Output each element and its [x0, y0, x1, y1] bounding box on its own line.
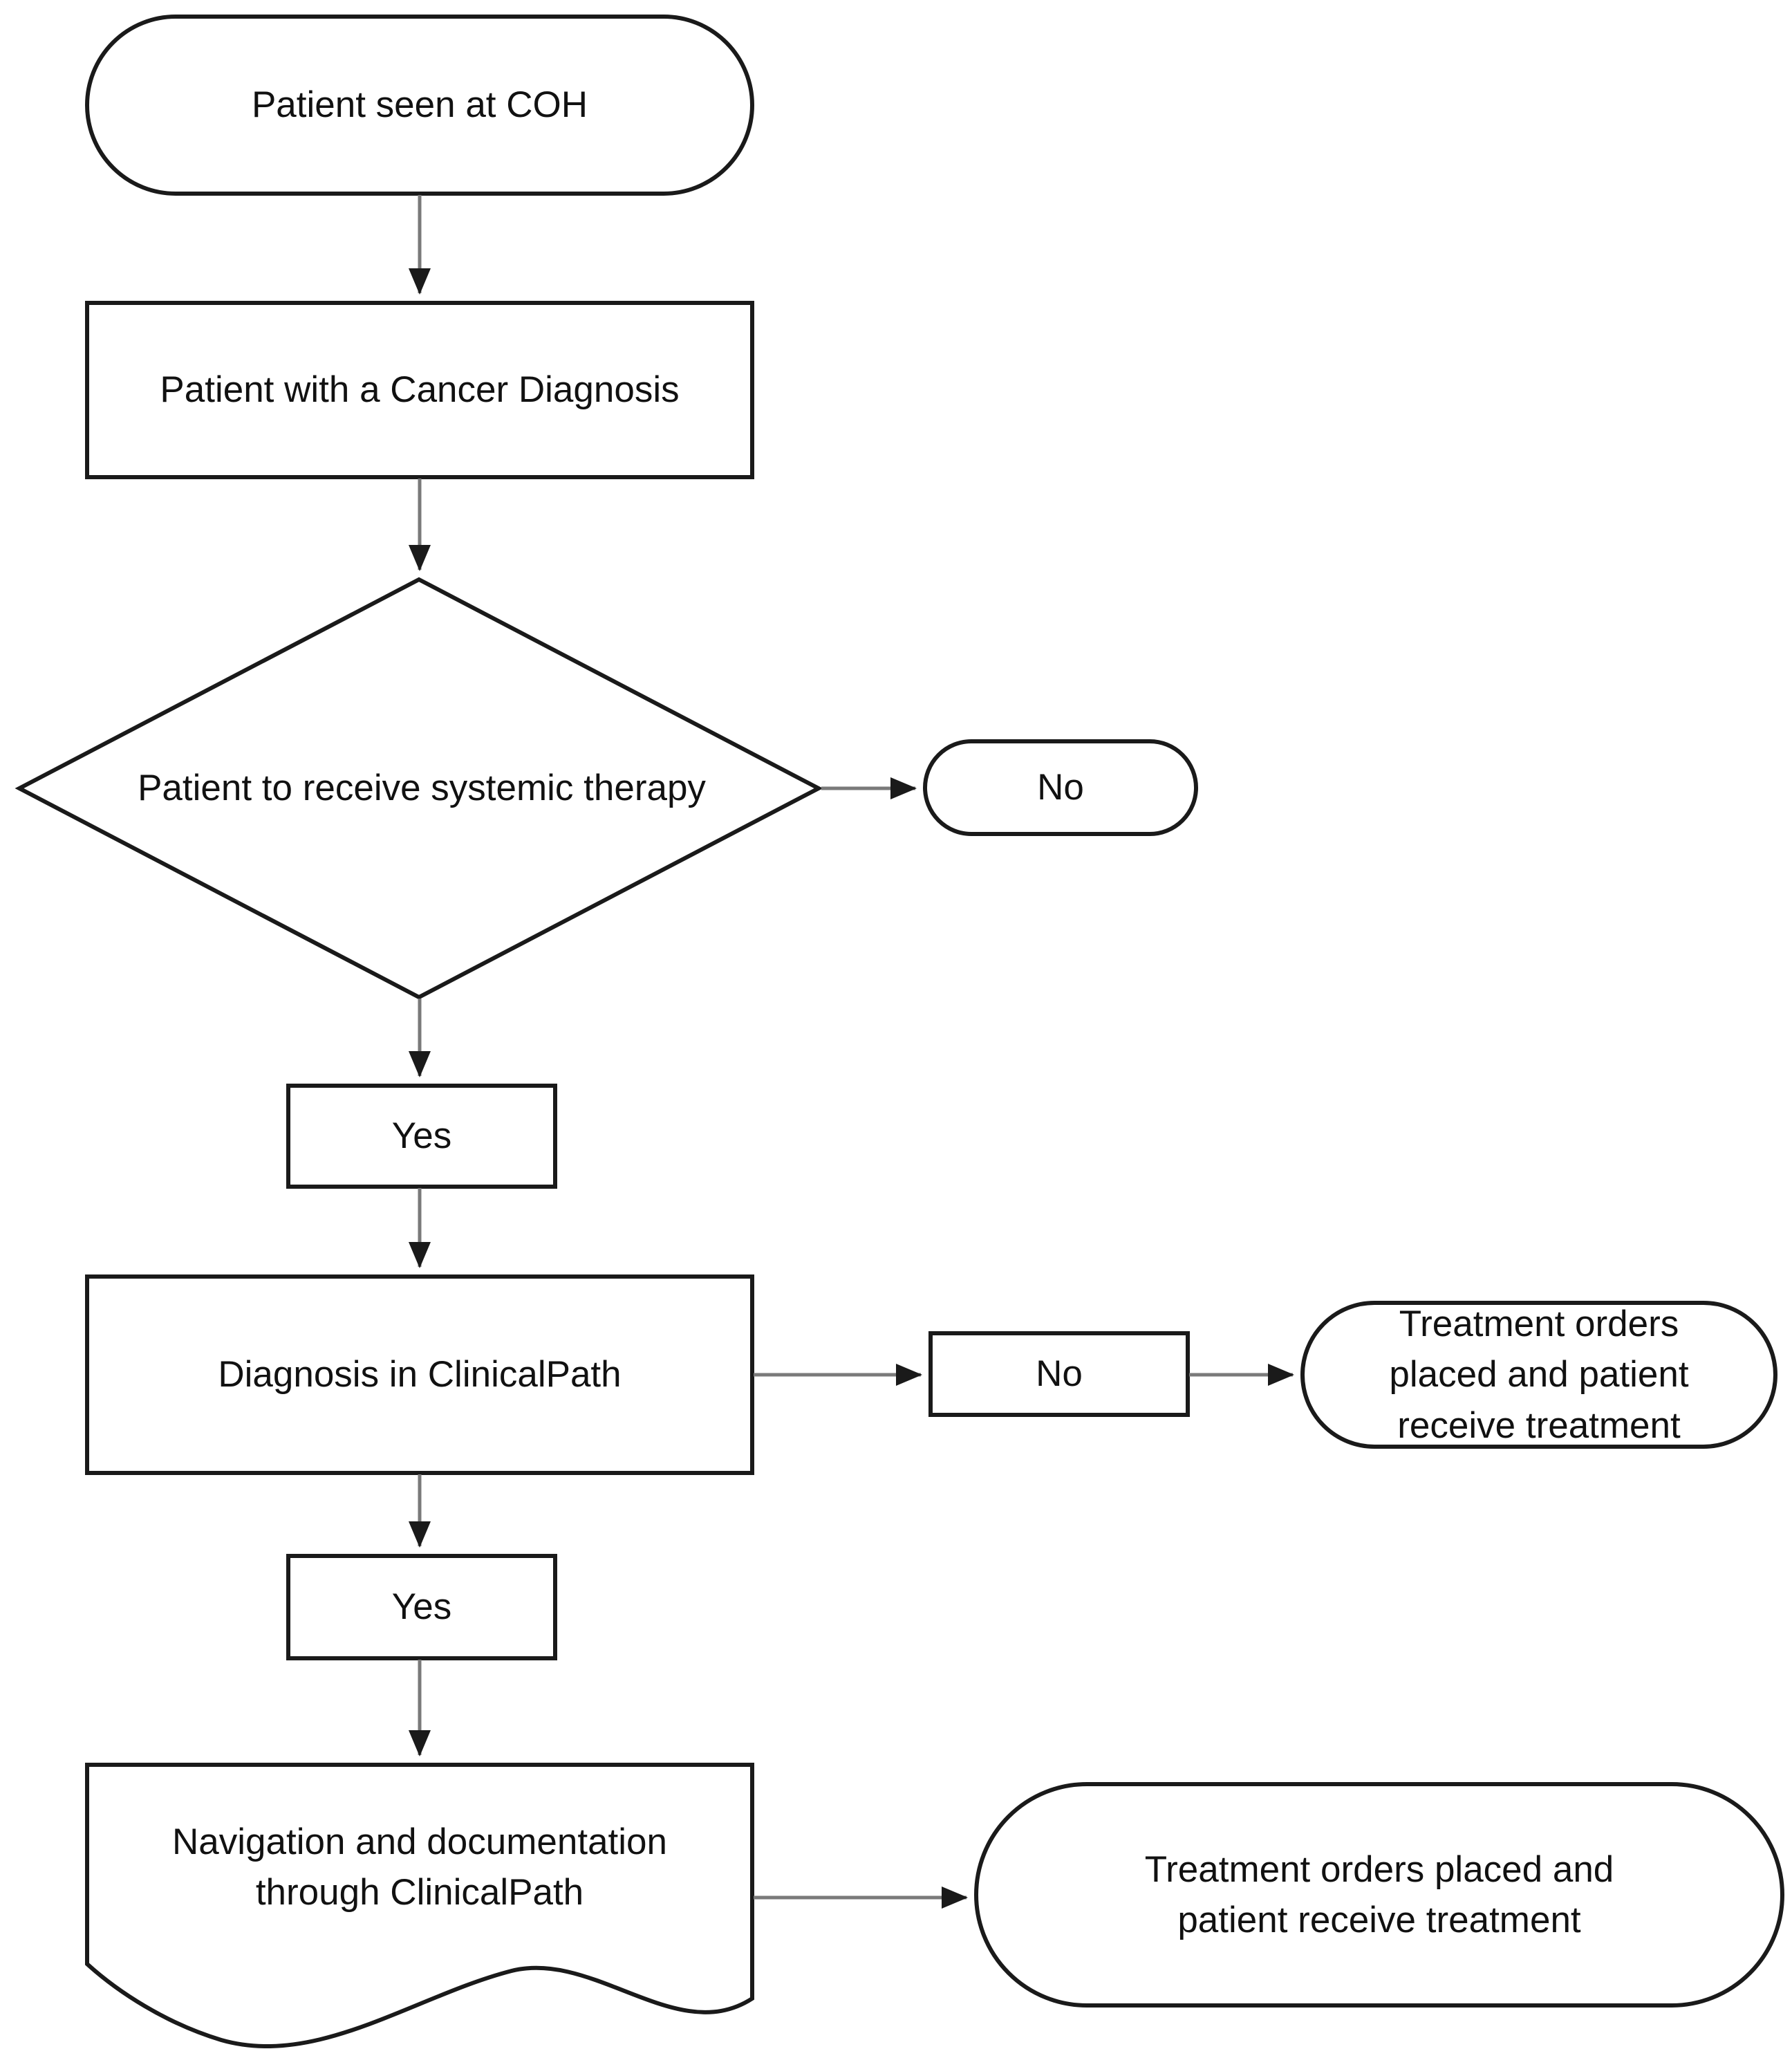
node-shape-navigation-documentation[interactable]: [85, 1763, 754, 2048]
node-shape-treatment-orders-2[interactable]: [974, 1782, 1784, 2008]
node-shape-cancer-diagnosis[interactable]: [85, 301, 754, 479]
node-shape-diagnosis-in-clinicalpath[interactable]: [85, 1274, 754, 1475]
node-shape-clinicalpath-no[interactable]: [928, 1331, 1190, 1417]
node-shape-systemic-therapy-no[interactable]: [923, 739, 1198, 836]
node-shape-systemic-therapy-yes[interactable]: [286, 1084, 557, 1189]
node-shape-start[interactable]: [85, 15, 754, 196]
node-shape-clinicalpath-yes[interactable]: [286, 1554, 557, 1660]
node-shape-systemic-therapy-decision[interactable]: [15, 577, 823, 1000]
node-shape-treatment-orders-1[interactable]: [1300, 1301, 1777, 1449]
